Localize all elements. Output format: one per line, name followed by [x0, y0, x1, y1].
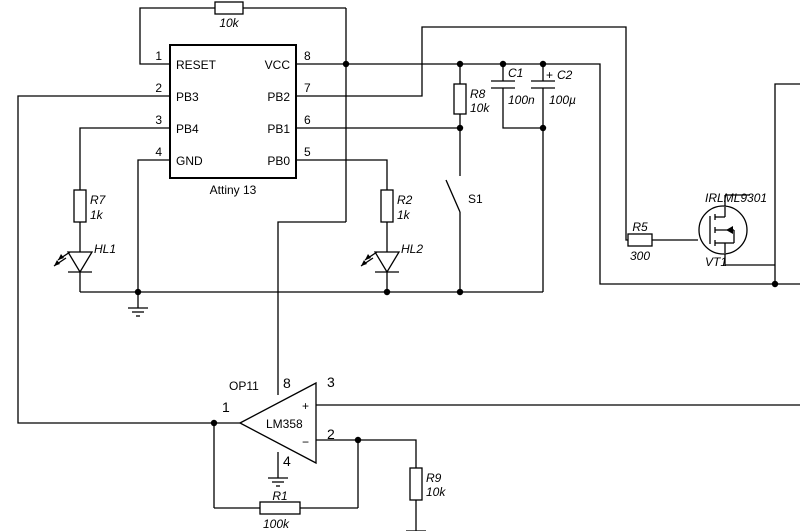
mcu-pin-num-4: 4 [155, 145, 162, 159]
mcu-pin-num-5: 5 [304, 145, 311, 159]
opamp-lm358: LM358 OP11 8 1 3 2 4 + − [222, 374, 335, 469]
capacitor-c2: + C2 100µ [531, 68, 576, 107]
vt1-ref: VT1 [705, 255, 727, 269]
r2-value: 1k [397, 208, 411, 222]
mcu-pin-num-1: 1 [155, 49, 162, 63]
opamp-part: LM358 [266, 417, 303, 431]
mcu-pin-label-vcc: VCC [265, 58, 291, 72]
r5-value: 300 [630, 249, 650, 263]
resistor-r9: R9 10k [409, 467, 446, 501]
mcu-pin-label-pb3: PB3 [176, 90, 199, 104]
r1-value: 100k [263, 517, 290, 531]
c2-ref: C2 [557, 68, 573, 82]
resistor-r1: R1 100k [259, 489, 301, 531]
r1-ref: R1 [272, 489, 287, 503]
opamp-plus-sign: + [302, 399, 309, 413]
r7-value: 1k [90, 208, 104, 222]
opamp-pin-plus: 3 [327, 374, 335, 390]
resistor-r5: R5 300 [627, 220, 653, 263]
mcu-pin-label-pb2: PB2 [267, 90, 290, 104]
mcu-pin-num-3: 3 [155, 113, 162, 127]
r8-ref: R8 [470, 87, 486, 101]
led-hl2: HL2 [360, 242, 423, 274]
c1-value: 100n [508, 93, 535, 107]
resistor-top-value: 10k [219, 16, 239, 30]
switch-s1: S1 [445, 179, 483, 213]
mcu-pin-num-8: 8 [304, 49, 311, 63]
led-hl1: HL1 [53, 242, 116, 274]
hl2-ref: HL2 [401, 242, 423, 256]
led-hl2-light-icon [360, 251, 378, 267]
wires [17, 7, 800, 531]
r9-value: 10k [426, 485, 446, 499]
opamp-pin-minus: 2 [327, 426, 335, 442]
r8-value: 10k [470, 101, 490, 115]
led-hl1-light-icon [53, 251, 71, 267]
mcu-pin-label-pb4: PB4 [176, 122, 199, 136]
mcu-pin-label-pb0: PB0 [267, 154, 290, 168]
ground-icon [128, 307, 148, 317]
resistor-r2: R2 1k [380, 189, 413, 223]
mcu-pin-num-7: 7 [304, 81, 311, 95]
r9-ref: R9 [426, 471, 442, 485]
mcu-attiny13: RESET PB3 PB4 GND VCC PB2 PB1 PB0 1 2 3 … [155, 44, 311, 197]
mosfet-vt1: IRLML9301 VT1 [698, 191, 767, 269]
mcu-pin-num-6: 6 [304, 113, 311, 127]
opamp-minus-sign: − [302, 435, 309, 449]
resistor-r7: R7 1k [73, 189, 107, 223]
c1-ref: C1 [508, 66, 523, 80]
opamp-pin-out: 1 [222, 399, 230, 415]
resistor-r8: R8 10k [453, 83, 490, 115]
ground-icon [268, 477, 288, 487]
r7-ref: R7 [90, 193, 107, 207]
vt1-part: IRLML9301 [705, 191, 767, 205]
hl1-ref: HL1 [94, 242, 116, 256]
opamp-ref: OP11 [229, 379, 259, 393]
mcu-name-label: Attiny 13 [210, 183, 257, 197]
opamp-pin-gnd: 4 [283, 453, 291, 469]
c2-polarity-sign: + [546, 68, 553, 82]
mcu-pin-label-pb1: PB1 [267, 122, 290, 136]
mcu-pin-label-gnd: GND [176, 154, 203, 168]
junction-dots [134, 60, 779, 444]
opamp-pin-vcc: 8 [283, 375, 291, 391]
mcu-pin-label-reset: RESET [176, 58, 217, 72]
c2-value: 100µ [549, 93, 576, 107]
s1-ref: S1 [468, 192, 483, 206]
mcu-pin-num-2: 2 [155, 81, 162, 95]
r2-ref: R2 [397, 193, 413, 207]
resistor-top: 10k [214, 1, 244, 30]
capacitor-c1: C1 100n [491, 66, 535, 107]
r5-ref: R5 [632, 220, 648, 234]
